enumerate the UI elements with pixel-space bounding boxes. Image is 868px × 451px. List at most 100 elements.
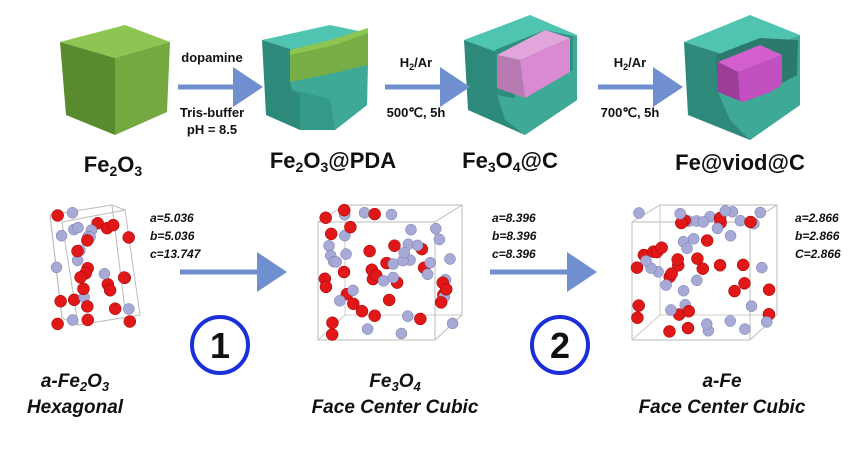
oxygen-atom — [630, 261, 644, 274]
iron-atom — [340, 248, 352, 260]
oxygen-atom — [713, 258, 727, 272]
svg-text:c=8.396: c=8.396 — [492, 247, 536, 261]
iron-atom — [401, 310, 414, 322]
iron-atom — [444, 253, 456, 265]
svg-text:b=8.396: b=8.396 — [492, 229, 537, 243]
iron-atom — [697, 216, 710, 228]
oxygen-atom — [738, 277, 751, 290]
oxygen-atom — [51, 317, 64, 331]
iron-atom — [660, 279, 672, 291]
magnetite-name: Fe3O4 — [369, 371, 421, 394]
oxygen-atom — [665, 267, 678, 280]
iron-atom — [734, 214, 747, 227]
oxygen-atom — [439, 283, 453, 296]
svg-text:a=5.036: a=5.036 — [150, 211, 194, 225]
oxygen-atom — [681, 321, 695, 335]
label-fe-void-c: Fe@viod@C — [675, 150, 805, 175]
fe3o4-c-cube — [464, 15, 577, 135]
step3-gas: H2/Ar — [614, 55, 646, 72]
step-1-badge: 1 — [190, 315, 250, 375]
oxygen-atom — [347, 297, 360, 311]
oxygen-atom — [51, 209, 64, 222]
oxygen-atom — [632, 299, 645, 312]
iron-atom — [361, 323, 374, 335]
iron-atom — [674, 207, 686, 220]
step3-conditions: 700℃, 5h — [601, 105, 660, 120]
oxygen-atom — [736, 258, 750, 272]
oxygen-atom — [123, 315, 137, 328]
iron-atom — [745, 300, 758, 312]
iron-lattice-params: a=2.866 b=2.866 C=2.866 — [795, 211, 841, 261]
iron-atom — [411, 239, 424, 252]
magnetite-lattice-params: a=8.396 b=8.396 c=8.396 — [492, 211, 537, 261]
iron-atom — [339, 229, 351, 242]
iron-unit-cell — [630, 204, 778, 341]
iron-atom — [433, 233, 446, 246]
oxygen-atom — [655, 241, 668, 254]
step1-buffer: Tris-buffer — [180, 105, 244, 120]
oxygen-atom — [671, 253, 684, 266]
oxygen-atom — [368, 309, 381, 322]
fe2o3-cube — [60, 25, 170, 135]
oxygen-atom — [744, 215, 757, 229]
label-fe2o3-pda: Fe2O3@PDA — [270, 148, 396, 175]
oxygen-atom — [382, 293, 396, 307]
oxygen-atom — [337, 265, 351, 279]
oxygen-atom — [108, 302, 122, 315]
iron-atom — [66, 314, 79, 326]
oxygen-atom — [368, 207, 381, 221]
oxygen-atom — [74, 271, 87, 284]
iron-atom — [446, 317, 459, 330]
oxygen-atom — [77, 282, 90, 296]
oxygen-atom — [363, 244, 376, 258]
label-fe3o4-c: Fe3O4@C — [462, 148, 558, 175]
iron-atom — [724, 230, 737, 242]
iron-atom — [760, 316, 773, 328]
oxygen-atom — [434, 296, 448, 309]
iron-atom — [72, 221, 84, 234]
oxygen-atom — [106, 218, 120, 232]
iron-atom — [430, 222, 442, 235]
label-fe2o3: Fe2O3 — [84, 152, 143, 179]
iron-atom — [700, 318, 713, 330]
iron-atom — [681, 242, 693, 254]
iron-name: a-Fe — [702, 371, 742, 392]
oxygen-atom — [325, 328, 339, 341]
svg-text:1: 1 — [210, 325, 230, 366]
step1-ph: pH = 8.5 — [187, 122, 237, 137]
iron-atom — [330, 256, 342, 268]
step-2-badge: 2 — [530, 315, 590, 375]
iron-atom — [98, 268, 111, 280]
iron-atom — [640, 255, 652, 267]
oxygen-atom — [700, 234, 714, 247]
oxygen-atom — [122, 231, 135, 244]
oxygen-atom — [762, 283, 776, 296]
iron-atom — [405, 223, 417, 236]
iron-atom — [387, 258, 400, 270]
iron-atom — [323, 240, 335, 252]
iron-atom — [724, 315, 737, 327]
iron-atom — [123, 303, 135, 315]
iron-atom — [398, 246, 410, 259]
iron-atom — [711, 222, 724, 235]
iron-atom — [719, 205, 732, 217]
oxygen-atom — [691, 252, 704, 265]
oxygen-atom — [117, 271, 131, 284]
oxygen-atom — [663, 325, 676, 338]
oxygen-atom — [696, 262, 710, 275]
hematite-name: a-Fe2O3 — [41, 371, 110, 394]
oxygen-atom — [337, 203, 351, 217]
iron-atom — [665, 304, 677, 316]
iron-atom — [687, 233, 700, 245]
oxygen-atom — [319, 211, 332, 225]
hematite-lattice-params: a=5.036 b=5.036 c=13.747 — [150, 211, 202, 261]
oxygen-atom — [103, 283, 117, 297]
oxygen-atom — [414, 312, 427, 326]
iron-atom — [395, 327, 408, 340]
svg-text:c=13.747: c=13.747 — [150, 247, 202, 261]
iron-atom — [358, 207, 371, 219]
iron-atom — [387, 271, 399, 284]
iron-atom — [754, 206, 767, 219]
